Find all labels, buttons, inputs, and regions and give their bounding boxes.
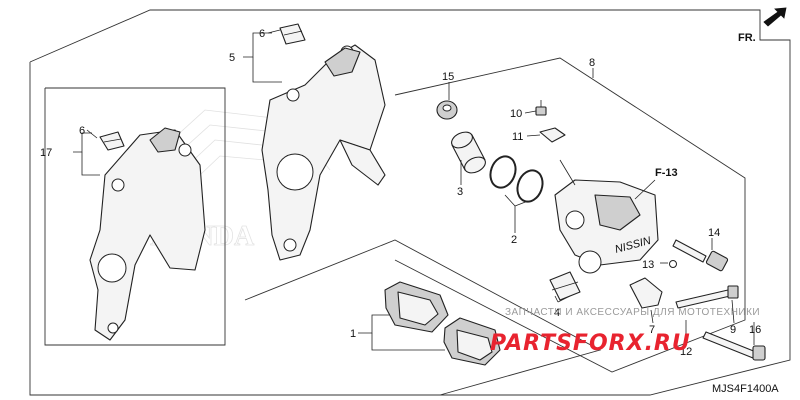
caliper-piston-3 bbox=[451, 131, 486, 174]
callout-13: 13 bbox=[642, 259, 654, 271]
bolt-16 bbox=[702, 331, 766, 361]
pad-spring-4 bbox=[549, 271, 581, 301]
leader-lines bbox=[73, 29, 755, 351]
bleeder-cap-11 bbox=[539, 127, 566, 143]
callout-8: 8 bbox=[589, 57, 595, 69]
callout-2: 2 bbox=[511, 234, 517, 246]
callout-11: 11 bbox=[512, 131, 523, 143]
callout-16: 16 bbox=[749, 324, 761, 336]
front-direction-indicator: FR. bbox=[738, 7, 787, 44]
pad-pin-bolt-9 bbox=[675, 285, 739, 309]
watermark-brand: PARTSFORX.RU bbox=[490, 331, 691, 356]
clip-13 bbox=[669, 260, 677, 268]
callout-10: 10 bbox=[510, 108, 522, 120]
caliper-bracket-5 bbox=[261, 44, 386, 261]
assembly-frame bbox=[29, 9, 791, 396]
caliper-pin-14 bbox=[672, 239, 729, 272]
callout-6-center: 6 bbox=[259, 28, 265, 40]
callout-12: 12 bbox=[680, 346, 692, 358]
callout-15: 15 bbox=[442, 71, 454, 83]
pad-spring-6-center bbox=[279, 23, 306, 45]
front-direction-label: FR. bbox=[738, 32, 756, 44]
diagram-code: MJS4F1400A bbox=[712, 383, 779, 395]
callout-5: 5 bbox=[229, 52, 235, 64]
bracket-subframe bbox=[44, 87, 226, 346]
caliper-assembly-frame bbox=[394, 57, 746, 373]
callout-4: 4 bbox=[554, 307, 560, 319]
pad-subframe bbox=[244, 239, 602, 396]
callout-17: 17 bbox=[40, 147, 52, 159]
brake-pad-set-1 bbox=[384, 281, 501, 366]
piston-boot-15 bbox=[436, 100, 458, 120]
pad-spring-6-left bbox=[99, 131, 125, 151]
callout-1: 1 bbox=[350, 328, 356, 340]
callout-9: 9 bbox=[730, 324, 736, 336]
watermark-tagline: ЗАПЧАСТИ И АКСЕССУАРЫ ДЛЯ МОТОТЕХНИКИ bbox=[505, 307, 760, 318]
ref-label-f13: F-13 bbox=[655, 167, 678, 179]
bleeder-screw-10 bbox=[535, 100, 547, 116]
pin-boot-7 bbox=[629, 277, 663, 309]
callout-3: 3 bbox=[457, 186, 463, 198]
piston-seal-set-2 bbox=[489, 155, 544, 203]
callout-6-left: 6 bbox=[79, 125, 85, 137]
caliper-bracket-17 bbox=[89, 127, 206, 341]
callout-14: 14 bbox=[708, 227, 720, 239]
callout-7: 7 bbox=[649, 324, 655, 336]
caliper-body: NISSIN bbox=[554, 179, 659, 274]
